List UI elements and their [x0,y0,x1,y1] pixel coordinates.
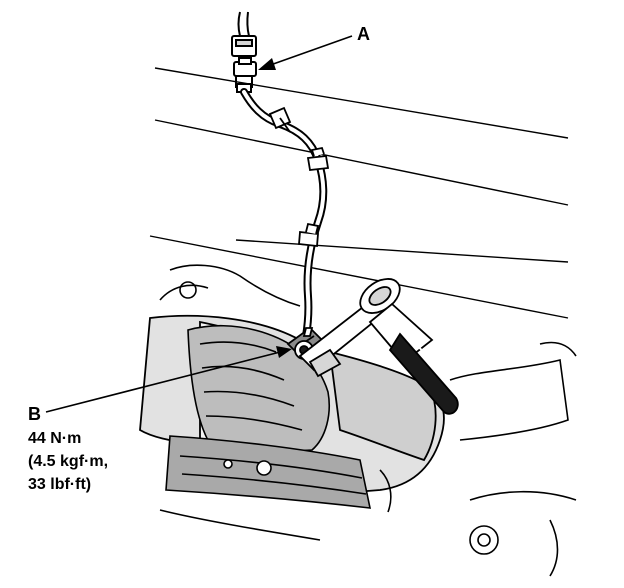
connector-wires [237,11,250,37]
callout-a: A [258,24,370,70]
harness-clips [268,106,330,247]
callout-b-arrowhead [276,346,292,358]
connector-a [231,35,257,93]
heat-shield [165,324,372,509]
socket-wrench [298,278,461,415]
torque-spec-metric: 44 N·m [28,430,81,447]
body-reference-lines [149,67,569,319]
callout-a-label: A [357,24,370,44]
callout-b-leader [45,349,289,413]
callout-b: B 44 N·m (4.5 kgf·m, 33 lbf·ft) [28,346,292,493]
callout-a-leader [261,35,353,69]
torque-spec-lbf: 33 lbf·ft) [28,476,91,493]
callout-a-arrowhead [258,58,276,70]
chassis-parts [159,264,577,577]
callout-b-label: B [28,404,41,424]
torque-spec-kgf: (4.5 kgf·m, [28,453,108,470]
